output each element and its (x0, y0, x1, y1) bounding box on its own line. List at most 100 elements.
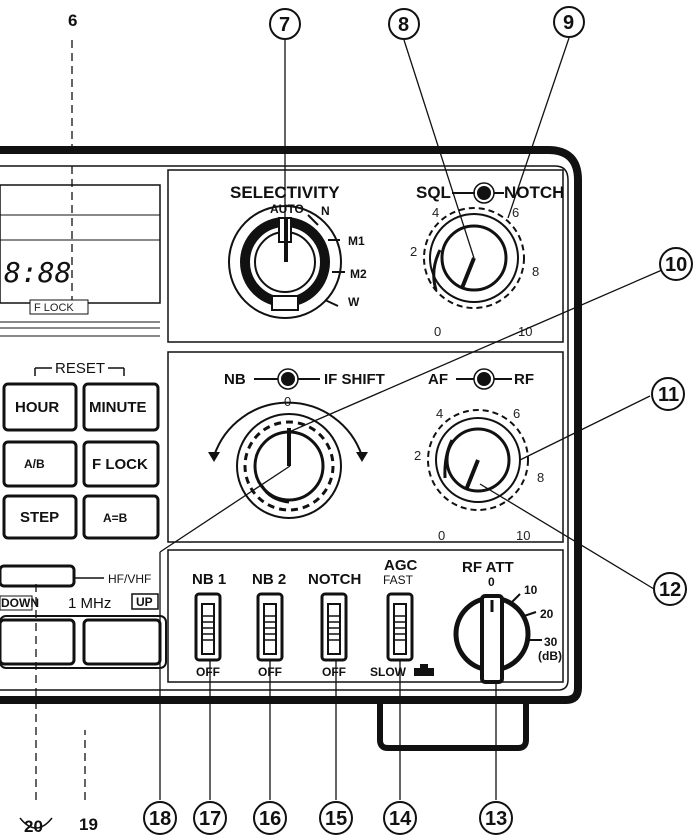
ifshift-arc (213, 401, 363, 457)
af-scale-0: 0 (438, 528, 445, 543)
rfatt-10: 10 (524, 583, 538, 597)
callout-10: 10 (659, 247, 693, 281)
down-label: DOWN (1, 596, 39, 610)
callout-17: 17 (193, 801, 227, 835)
callout-8: 8 (388, 8, 420, 40)
lower-switch-panel (167, 549, 564, 683)
label-19: 19 (79, 815, 98, 834)
cabinet-outline (0, 146, 582, 704)
display-digits: 8:88 (4, 256, 71, 289)
down-button[interactable]: DOWN (0, 595, 39, 611)
af-scale-10: 10 (516, 528, 530, 543)
a-eq-b-button[interactable]: A=B (82, 494, 160, 540)
sql-scale-2: 2 (410, 244, 417, 259)
sql-notch-concentric-icon (477, 186, 491, 200)
band-up-key[interactable] (82, 618, 162, 666)
callout-9: 9 (553, 6, 585, 38)
callout-13: 13 (479, 801, 513, 835)
svg-text:8: 8 (398, 14, 409, 36)
rfatt-30: 30 (544, 635, 558, 649)
svg-text:16: 16 (259, 808, 281, 830)
nb1-switch[interactable] (194, 592, 222, 662)
display-flock-tag: F LOCK (34, 302, 74, 314)
middle-knob-panel (167, 351, 564, 543)
svg-text:9: 9 (563, 12, 574, 34)
ifshift-zero: 0 (284, 394, 291, 409)
nb2-title: NB 2 (252, 571, 286, 588)
rfatt-20: 20 (540, 607, 554, 621)
rfatt-knob[interactable] (453, 594, 531, 684)
callout-16: 16 (253, 801, 287, 835)
label-20: 20 (24, 817, 43, 836)
ifshift-label: IF SHIFT (324, 371, 385, 388)
rfatt-title: RF ATT (462, 559, 514, 576)
agc-slow: SLOW (370, 665, 407, 679)
af-rf-knob[interactable] (427, 409, 529, 511)
cabinet-foot (377, 702, 529, 751)
af-scale-8: 8 (537, 470, 544, 485)
af-scale-4: 4 (436, 406, 443, 421)
nb2-switch[interactable] (256, 592, 284, 662)
agc-title: AGC (384, 557, 418, 574)
hour-button[interactable]: HOUR (2, 382, 78, 432)
selectivity-auto: AUTO (270, 202, 304, 216)
agc-switch[interactable] (386, 592, 414, 662)
agc-slow-pulse-icon (414, 664, 434, 676)
agc-fast: FAST (383, 573, 414, 587)
selectivity-n: N (321, 204, 330, 218)
svg-text:12: 12 (659, 579, 681, 601)
svg-text:15: 15 (325, 808, 347, 830)
af-scale-6: 6 (513, 406, 520, 421)
flock-button[interactable]: F LOCK (82, 440, 160, 488)
up-label: UP (136, 595, 153, 609)
selectivity-w: W (348, 295, 360, 309)
front-panel-edge (0, 165, 569, 691)
minute-button[interactable]: MINUTE (82, 382, 160, 432)
a-eq-b-label: A=B (103, 511, 128, 525)
ab-button[interactable]: A/B (2, 440, 78, 488)
svg-text:14: 14 (389, 808, 412, 830)
af-rf-concentric-icon (477, 372, 491, 386)
leader-lines (35, 37, 663, 800)
selectivity-m1: M1 (348, 234, 365, 248)
nb1-title: NB 1 (192, 571, 226, 588)
sql-label: SQL (416, 183, 451, 202)
af-scale-2: 2 (414, 448, 421, 463)
svg-text:11: 11 (658, 384, 679, 406)
mhz-label: 1 MHz (68, 595, 111, 612)
selectivity-m2: M2 (350, 267, 367, 281)
ab-label: A/B (24, 457, 45, 471)
step-label: STEP (20, 509, 59, 526)
nb-label: NB (224, 371, 246, 388)
hf-vhf-label: HF/VHF (108, 572, 151, 586)
rfatt-0: 0 (488, 575, 495, 589)
band-down-key[interactable] (0, 618, 76, 666)
flock-label: F LOCK (92, 456, 148, 473)
rfatt-unit: (dB) (538, 649, 562, 663)
notch-label: NOTCH (504, 183, 564, 202)
sql-scale-8: 8 (532, 264, 539, 279)
sql-scale-0: 0 (434, 324, 441, 339)
notch-switch[interactable] (320, 592, 348, 662)
sql-scale-6: 6 (512, 205, 519, 220)
reset-title: RESET (55, 360, 105, 377)
svg-text:10: 10 (665, 254, 687, 276)
up-button[interactable]: UP (131, 593, 159, 610)
band-slot (0, 564, 76, 588)
callout-12: 12 (653, 572, 687, 606)
callout-14: 14 (383, 801, 417, 835)
hour-label: HOUR (15, 399, 59, 416)
callout-18: 18 (143, 801, 177, 835)
notch-off: OFF (322, 665, 346, 679)
svg-text:17: 17 (199, 808, 221, 830)
svg-text:18: 18 (149, 808, 171, 830)
callout-11: 11 (651, 377, 685, 411)
label-6: 6 (68, 11, 77, 30)
svg-text:7: 7 (279, 14, 290, 36)
sql-scale-4: 4 (432, 205, 439, 220)
nb1-off: OFF (196, 665, 220, 679)
step-button[interactable]: STEP (2, 494, 78, 540)
nb-ifshift-concentric-icon (281, 372, 295, 386)
rf-label: RF (514, 371, 534, 388)
